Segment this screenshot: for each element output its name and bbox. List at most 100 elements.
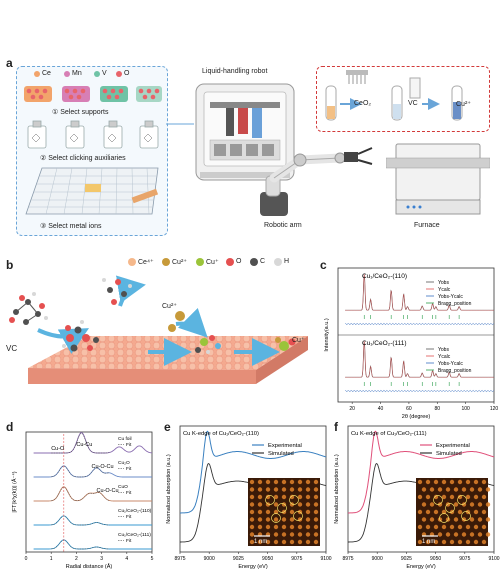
xtick-label-1: 9000 <box>204 556 215 562</box>
lattice-spot <box>313 524 319 530</box>
xtick-label-2: 9025 <box>401 556 412 562</box>
single-atom-circle-4 <box>461 511 471 521</box>
lattice-spot <box>289 479 295 485</box>
support-ce <box>24 86 52 102</box>
lattice-spot <box>485 532 491 537</box>
lattice-spot <box>421 487 427 492</box>
flow-cu2: Cu²⁺ <box>456 101 471 108</box>
lattice-spot <box>281 494 287 500</box>
legend-cu2: Cu²⁺ <box>172 259 187 266</box>
lattice-spot <box>249 524 255 530</box>
lattice-spot <box>417 509 423 515</box>
lattice-spot <box>257 487 263 492</box>
lattice-spot <box>305 494 311 500</box>
sample-curve-2 <box>33 486 152 502</box>
lattice-spot <box>265 509 271 515</box>
lattice-spot <box>485 502 491 507</box>
lattice-spot <box>481 479 487 485</box>
lattice-spot <box>313 494 319 500</box>
flow-vc: VC <box>408 100 418 107</box>
lattice-spot <box>445 532 451 537</box>
xanes-chart-111: Cu K-edge of Cu₁/CeO₂-(111)ExperimentalS… <box>334 425 500 570</box>
x-axis-label: Energy (eV) <box>238 564 268 570</box>
lattice-spot <box>481 524 487 530</box>
panel-b-legend: Ce⁴⁺ Cu²⁺ Cu⁺ O C H <box>128 258 318 268</box>
furnace-label: Furnace <box>414 222 440 229</box>
plot-frame <box>179 425 327 553</box>
lattice-spot <box>273 487 279 492</box>
lattice-spot <box>281 524 287 530</box>
adsorbed-vc-cluster <box>62 320 99 352</box>
legend-top-0: Yobs <box>438 280 449 286</box>
xtick-label-5: 120 <box>490 406 499 412</box>
xtick-label-0: 8975 <box>342 556 353 562</box>
lattice-spot <box>297 487 303 492</box>
lattice-spot <box>257 479 263 485</box>
lattice-spot <box>257 517 263 522</box>
lattice-spot <box>297 517 303 522</box>
peak-annotation-3: Cu-O-Cu <box>97 488 119 494</box>
lattice-spot <box>313 509 319 515</box>
lattice-spot <box>465 494 471 500</box>
xtick-label-3: 3 <box>100 556 103 562</box>
lattice-spot <box>265 479 271 485</box>
lattice-spot <box>477 502 483 507</box>
lattice-spot <box>453 487 459 492</box>
chart-title: Cu K-edge of Cu₁/CeO₂-(111) <box>351 431 427 437</box>
sample-label-3: Cu₁/CeO₂-(110) <box>118 508 152 514</box>
lattice-spot <box>313 532 319 537</box>
haadf-inset-image: 1 nm <box>248 478 320 546</box>
lattice-spot <box>465 524 471 530</box>
xtick-label-1: 40 <box>378 406 384 412</box>
lattice-spot <box>305 487 311 492</box>
lattice-spot <box>297 494 303 500</box>
lattice-spot <box>429 487 435 492</box>
lattice-spot <box>425 494 431 500</box>
lattice-spot <box>465 539 471 545</box>
step-select-auxiliaries: ② Select clicking auxiliaries <box>40 155 126 162</box>
support-v <box>100 86 128 102</box>
scale-bar-label: 1 nm <box>254 539 267 545</box>
lattice-spot <box>441 509 447 515</box>
lattice-spot <box>481 509 487 515</box>
lattice-spot <box>273 517 279 522</box>
panel-b-label: b <box>6 258 14 272</box>
lattice-spot <box>453 532 459 537</box>
lattice-spot <box>485 517 491 522</box>
legend-cu1: Cu⁺ <box>206 259 219 266</box>
xrd-chart: Cu₁/CeO₂-(110)Cu₁/CeO₂-(111)YobsYcalcYob… <box>324 267 499 420</box>
xtick-label-0: 20 <box>349 406 355 412</box>
lattice-spot <box>249 487 255 492</box>
lattice-spot <box>421 517 427 522</box>
single-atom-circle-3 <box>271 513 281 523</box>
lattice-spot <box>289 509 295 515</box>
cu1-ion-icon <box>196 258 204 266</box>
lattice-spot <box>289 539 295 545</box>
lattice-spot <box>425 509 431 515</box>
sample-label-2: CuO <box>118 484 128 490</box>
process-flow <box>325 70 463 121</box>
lattice-spot <box>421 502 427 507</box>
lattice-spot <box>273 494 279 500</box>
lattice-spot <box>481 494 487 500</box>
lattice-spot <box>469 532 475 537</box>
step-select-supports: ① Select supports <box>52 109 109 116</box>
vc-molecule-left <box>9 292 48 325</box>
o-dot-icon <box>116 71 122 77</box>
panel-f-label: f <box>334 420 338 434</box>
lattice-spot <box>257 502 263 507</box>
legend-simulated: Simulated <box>436 451 462 457</box>
lattice-spot <box>433 479 439 485</box>
legend-bottom-0: Yobs <box>438 347 449 353</box>
single-atom-circle-2 <box>289 495 299 505</box>
lattice-spot <box>305 524 311 530</box>
lattice-spot <box>305 517 311 522</box>
xtick-label-4: 9075 <box>459 556 470 562</box>
vc-molecule-top <box>102 278 132 305</box>
single-atom-circle-4 <box>293 511 303 521</box>
lattice-spot <box>429 502 435 507</box>
sample-label-0: Cu foil <box>118 436 132 442</box>
lattice-spot <box>469 487 475 492</box>
legend-top-3: Bragg_position <box>438 301 472 307</box>
lattice-spot <box>305 502 311 507</box>
